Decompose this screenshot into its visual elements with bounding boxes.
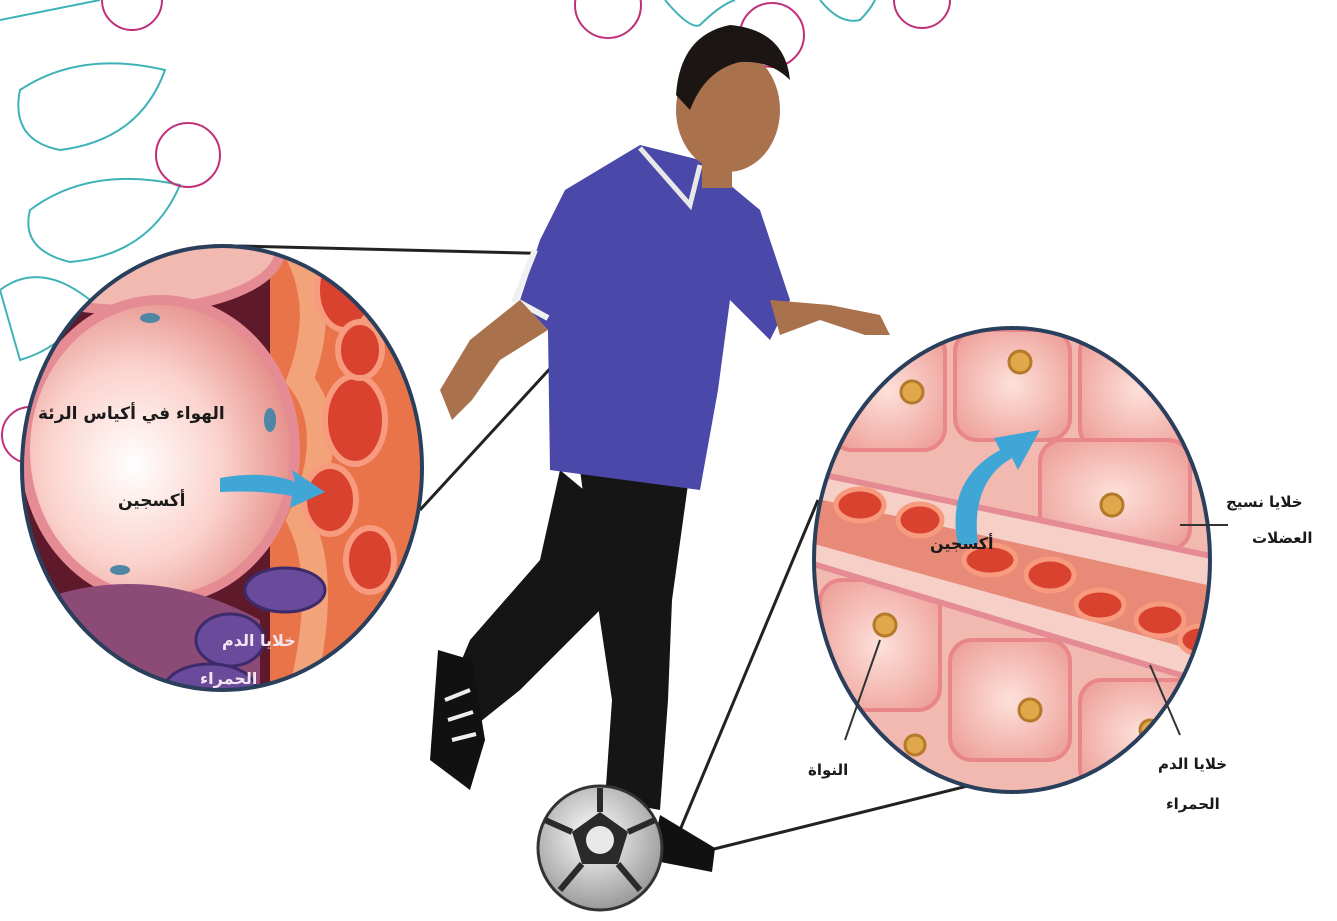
label-blood-cells-lung-line1: خلايا الدم [222,632,296,650]
front-leg [580,470,690,810]
pink-circle-shape [894,0,950,28]
label-oxygen-lung: أكسجين [118,492,186,512]
teal-leaf-shape [820,0,875,21]
right-arm [770,300,890,335]
label-blood-cells-lung-line2: الحمراء [200,670,257,688]
alveolus-sac [25,300,295,600]
teal-leaf-shape [0,0,100,20]
pink-circle-shape [575,0,641,38]
label-red-blood-cells-line2: الحمراء [1166,796,1220,813]
pink-circle-shape [156,123,220,187]
label-alveoli-air: الهواء في أكياس الرئة [38,405,225,425]
left-arm [440,300,548,420]
pink-circle-shape [102,0,162,30]
teal-leaf-shape [18,63,165,150]
label-muscle-cells-line1: خلايا نسيج [1226,494,1303,511]
soccer-ball-icon [538,786,662,910]
teal-leaf-shape [28,179,180,262]
lung-alveolus-magnifier [0,190,440,716]
label-oxygen-muscle: أكسجين [930,535,994,553]
label-red-blood-cells-line1: خلايا الدم [1158,756,1227,773]
muscle-tissue-magnifier [800,320,1230,800]
shirt [520,145,790,490]
label-nucleus: النواة [808,762,848,779]
boy-figure [430,25,890,872]
label-muscle-cells-line2: العضلات [1252,530,1312,547]
teal-leaf-shape [665,0,735,26]
